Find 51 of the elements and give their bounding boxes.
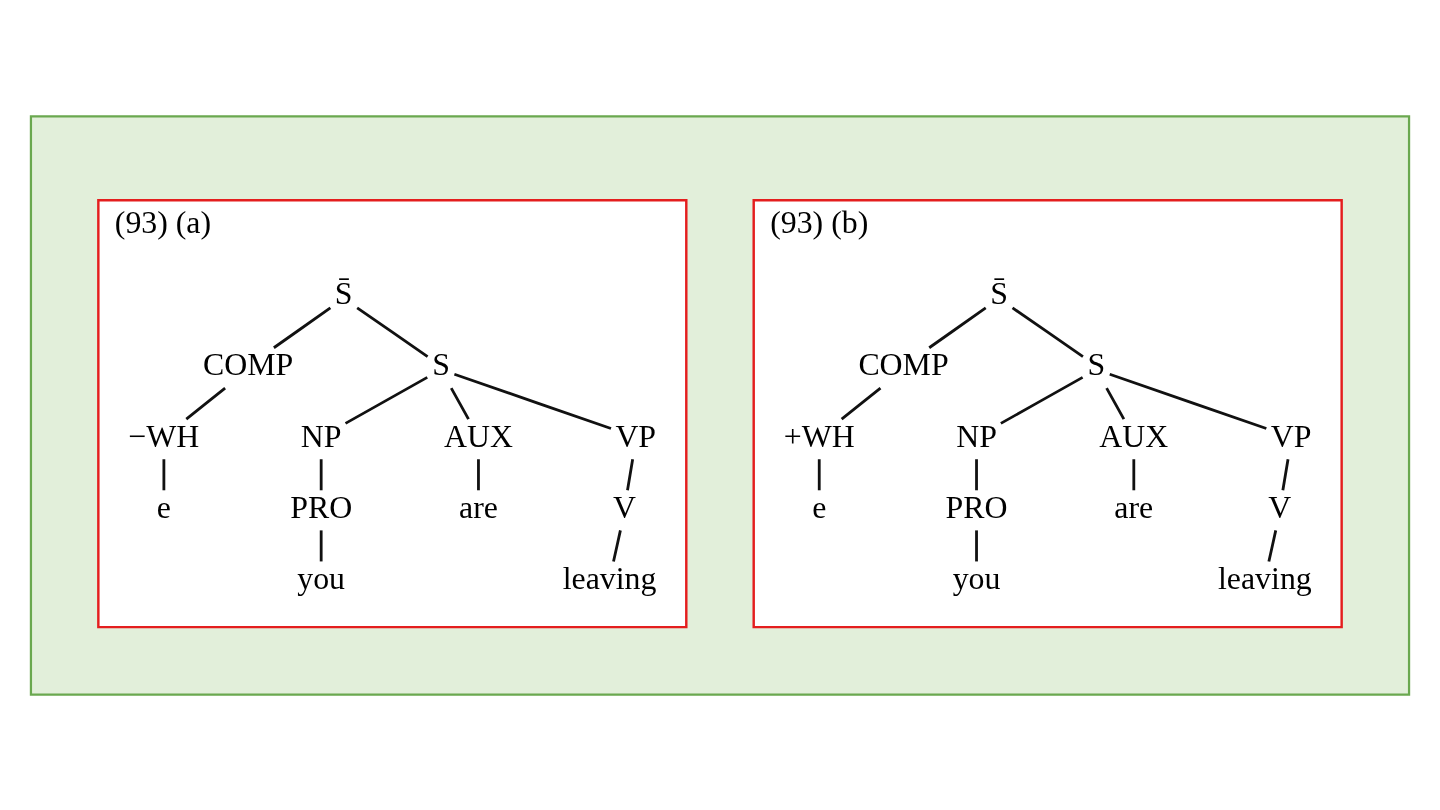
connector	[928, 306, 987, 349]
connector	[273, 306, 332, 349]
node-text: PRO	[290, 489, 353, 525]
node-text: leaving	[562, 560, 657, 596]
connector	[975, 529, 978, 561]
connector	[319, 458, 323, 490]
node-text: S̄	[990, 275, 1008, 311]
node-text: are	[459, 489, 498, 525]
connector	[1267, 529, 1278, 562]
node-text: COMP	[203, 346, 294, 382]
connector	[162, 458, 166, 490]
connector	[975, 458, 978, 490]
node-text: e	[812, 489, 827, 525]
node-text: COMP	[858, 346, 949, 382]
node-text: V	[613, 489, 637, 525]
node-text: AUX	[443, 418, 513, 454]
connector	[356, 306, 429, 358]
node-text: e	[156, 489, 171, 525]
node-text: −WH	[128, 418, 200, 454]
connector	[319, 529, 323, 561]
connector	[1011, 306, 1084, 358]
connector	[477, 458, 480, 490]
connector	[450, 386, 470, 420]
connector	[453, 372, 612, 430]
connector	[1132, 458, 1136, 490]
node-text: S̄	[334, 275, 353, 311]
node-text: VP	[1270, 418, 1312, 454]
connector	[612, 529, 622, 562]
node-text: are	[1114, 489, 1154, 525]
node-text: you	[297, 560, 346, 596]
cluster	[29, 114, 1411, 696]
node-text: S	[1087, 346, 1106, 382]
connector	[840, 386, 882, 420]
connector	[344, 375, 428, 425]
node-text: you	[952, 560, 1001, 596]
node-text: +WH	[783, 418, 855, 454]
connector	[185, 386, 226, 420]
connector	[817, 458, 821, 490]
connector	[1281, 458, 1290, 490]
node-text: AUX	[1099, 418, 1169, 454]
connector	[626, 458, 635, 490]
node-text: PRO	[945, 489, 1008, 525]
node-text: NP	[956, 418, 997, 454]
connector	[1000, 375, 1084, 425]
node-text: NP	[300, 418, 342, 454]
node-text: V	[1268, 489, 1292, 525]
connector	[1105, 386, 1126, 420]
node-text: VP	[615, 418, 657, 454]
node-text: S	[432, 346, 450, 382]
connector	[1109, 372, 1267, 430]
node-text: leaving	[1218, 560, 1312, 596]
